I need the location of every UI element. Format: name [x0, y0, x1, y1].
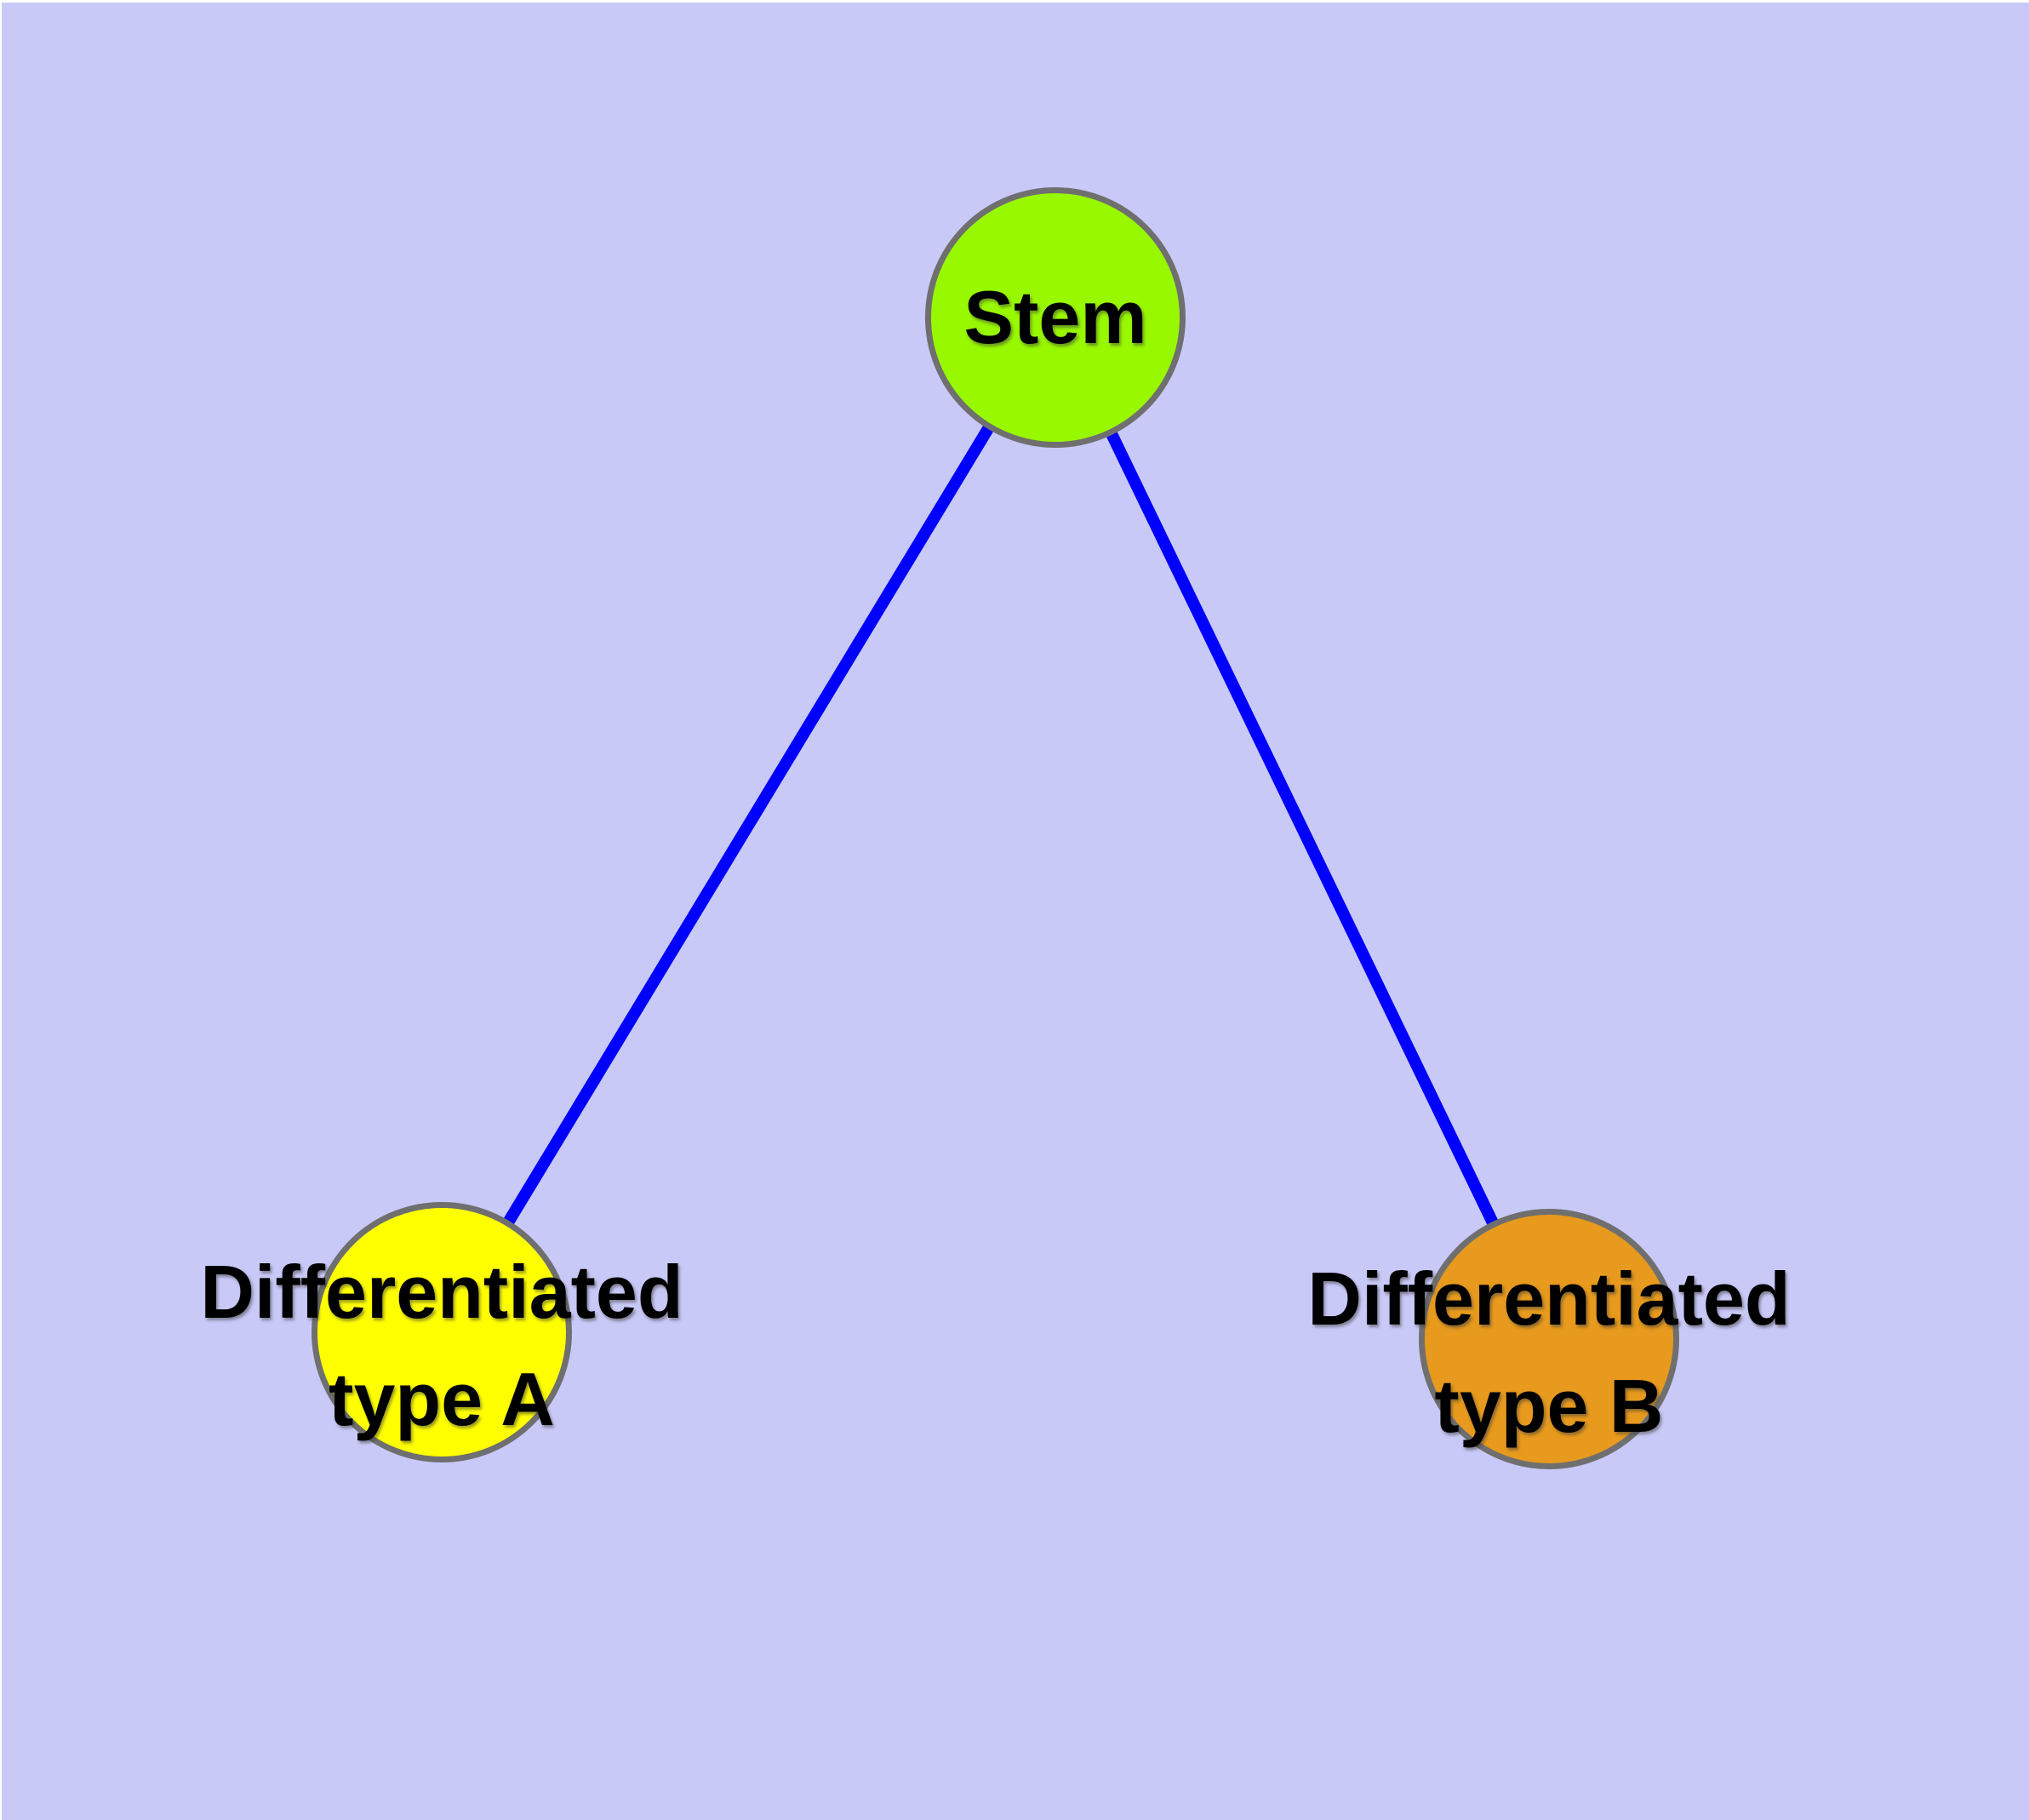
diagram-background: Stem Differentiated type A Differentiate… [2, 3, 2029, 1820]
node-stem [925, 187, 1186, 448]
type-a-label-line2: type A [329, 1357, 555, 1441]
node-label-stem: Stem [963, 264, 1146, 371]
edge-stem-to-type-a [437, 314, 1060, 1336]
stem-label-text: Stem [963, 275, 1147, 359]
type-a-label-line1: Differentiated [200, 1250, 683, 1334]
node-differentiated-type-b [1419, 1209, 1679, 1469]
type-b-label-line2: type B [1434, 1364, 1664, 1448]
node-differentiated-type-a [311, 1202, 572, 1462]
edge-stem-to-type-b [1049, 314, 1555, 1342]
type-b-label-line1: Differentiated [1307, 1256, 1791, 1341]
node-label-differentiated-type-b: Differentiated type B [1307, 1245, 1790, 1460]
node-label-differentiated-type-a: Differentiated type A [200, 1239, 683, 1453]
edges-layer [437, 314, 1555, 1342]
